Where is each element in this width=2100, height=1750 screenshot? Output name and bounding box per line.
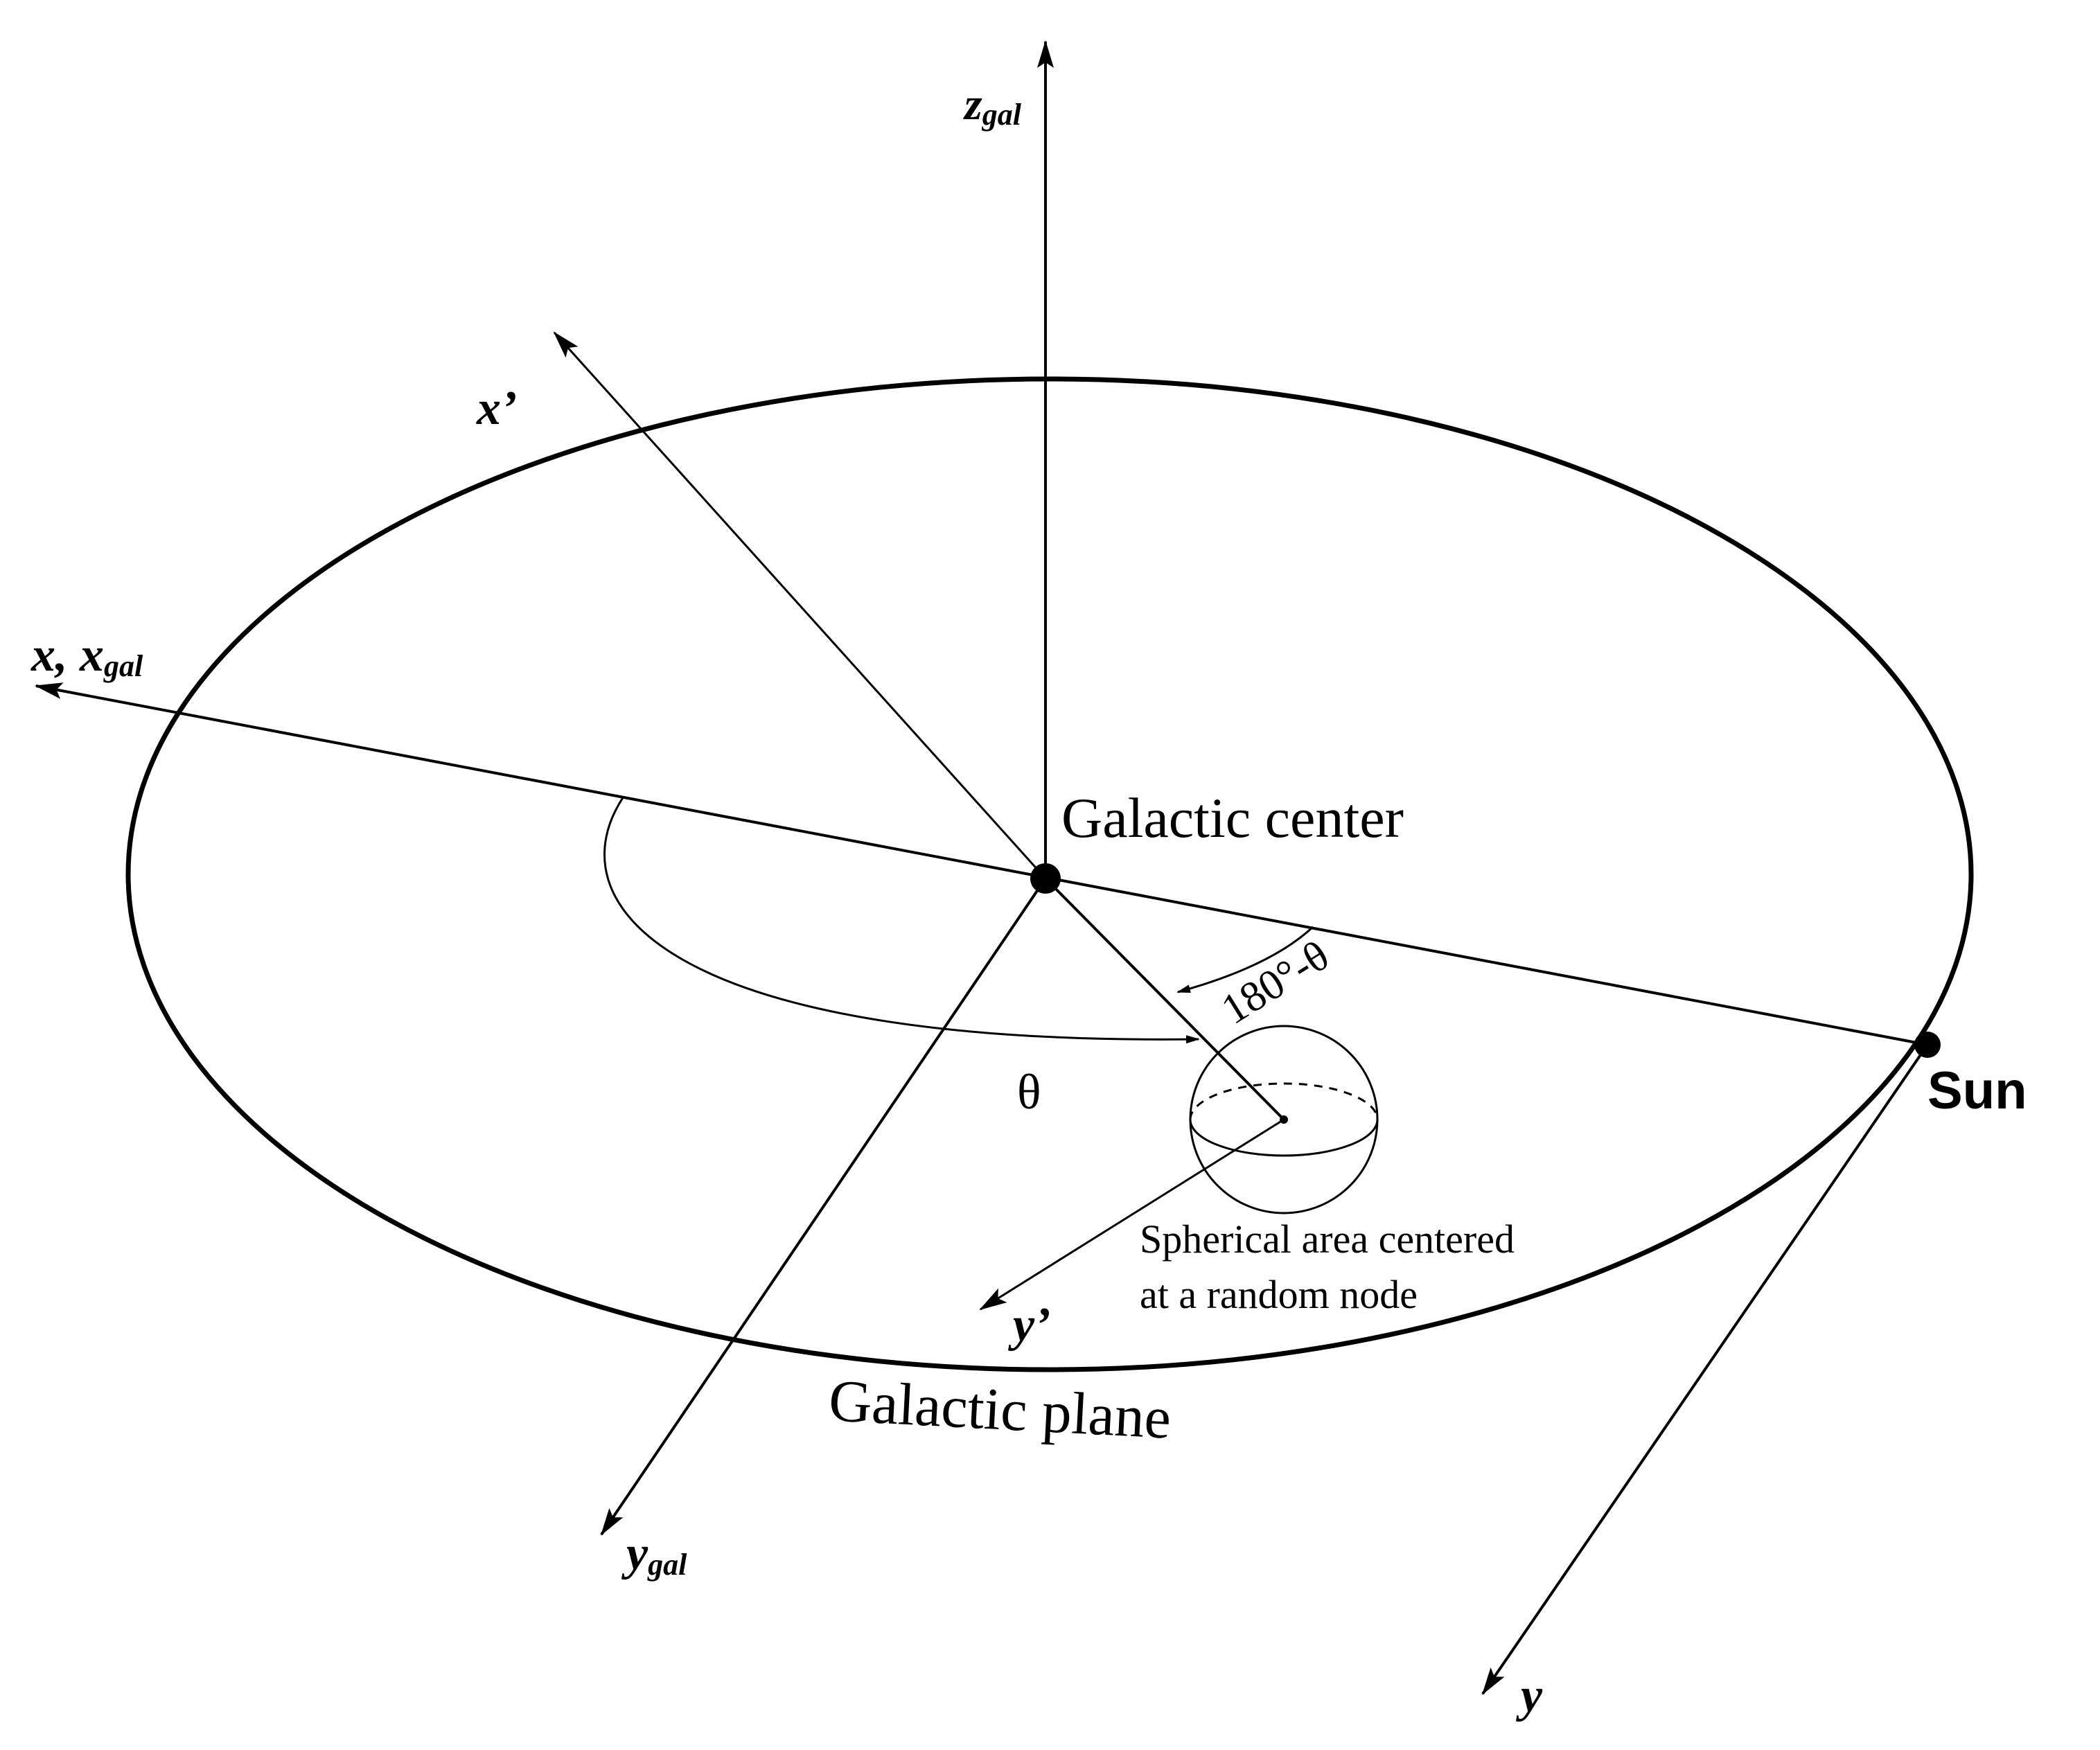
180-minus-theta-arc: [1176, 926, 1314, 993]
y-prime-label: y’: [1008, 1298, 1050, 1352]
sun-dot: [1914, 1032, 1941, 1058]
180-minus-theta-label: 180°-θ: [1213, 932, 1337, 1034]
galactic-plane-ellipse: [125, 376, 1974, 1372]
galactic-center-label: Galactic center: [1061, 786, 1404, 849]
galactic-plane-label: Galactic plane: [827, 1367, 1173, 1451]
y-gal-axis: [600, 877, 1047, 1536]
sun-label: Sun: [1927, 1061, 2027, 1120]
z-gal-label: zgal: [963, 79, 1022, 132]
galactic-center-dot: [1030, 863, 1061, 894]
y-prime-axis: [979, 1118, 1285, 1311]
sphere-caption-line1: Spherical area centered: [1140, 1217, 1515, 1262]
y-gal-label: ygal: [621, 1527, 687, 1582]
x-prime-label: x’: [476, 382, 517, 435]
y-label: y: [1516, 1669, 1543, 1722]
x-gal-axis: [35, 682, 1928, 1046]
theta-arc: [603, 796, 1200, 1044]
random-node-dot: [1280, 1115, 1288, 1124]
y-axis: [1481, 1043, 1929, 1695]
x-prime-axis: [553, 331, 1047, 880]
spherical-area: [1189, 1025, 1379, 1214]
theta-label: θ: [1017, 1064, 1041, 1120]
sphere-caption-line2: at a random node: [1140, 1272, 1418, 1317]
x-xgal-label: x, xgal: [30, 628, 143, 683]
center-to-node-line: [1044, 877, 1285, 1121]
